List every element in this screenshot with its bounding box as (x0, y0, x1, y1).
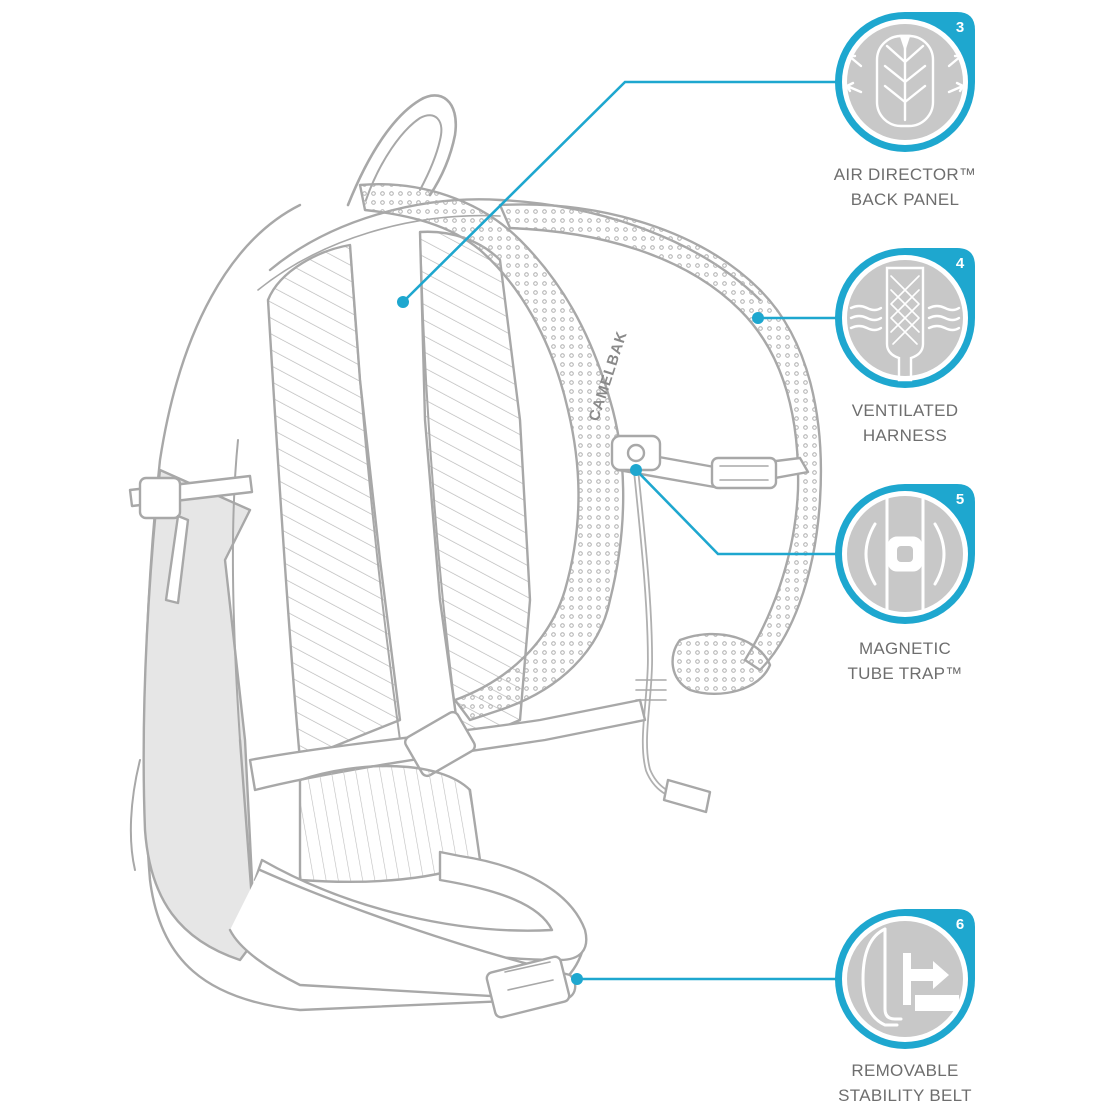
feature-label-4-line-1: VENTILATED (851, 401, 959, 420)
feature-number-5: 5 (956, 491, 964, 508)
feature-label-4: VENTILATED HARNESS (805, 398, 1005, 448)
callout-lines (397, 80, 838, 985)
feature-number-6: 6 (956, 916, 964, 933)
top-handle (346, 94, 458, 207)
magnetic-tube-trap-icon (864, 496, 946, 612)
callout-line-3 (402, 80, 838, 303)
feature-badge-5: 5 (835, 484, 975, 624)
feature-number-3: 3 (956, 19, 964, 36)
feature-label-5-line-1: MAGNETIC (858, 639, 952, 658)
feature-label-3-line-1: AIR DIRECTOR™ (833, 165, 977, 184)
feature-label-6: REMOVABLE STABILITY BELT (805, 1058, 1005, 1108)
feature-label-3-line-2: BACK PANEL (850, 190, 960, 209)
bite-valve (662, 778, 712, 814)
feature-number-4: 4 (956, 255, 965, 272)
removable-stability-belt-icon (861, 927, 959, 1027)
feature-badge-6: 6 (835, 909, 975, 1049)
feature-label-6-line-1: REMOVABLE (851, 1061, 959, 1080)
feature-label-3: AIR DIRECTOR™ BACK PANEL (805, 162, 1005, 212)
sternum-buckle (710, 456, 778, 490)
feature-label-5-line-2: TUBE TRAP™ (847, 664, 963, 683)
feature-label-6-line-2: STABILITY BELT (838, 1086, 972, 1105)
feature-badge-4: 4 (835, 248, 975, 388)
hydration-tube (633, 467, 688, 803)
backpack-illustration (128, 94, 823, 1019)
ventilated-harness-icon (849, 266, 961, 382)
shoulder-strap-left (358, 183, 625, 722)
waist-buckle-upper (404, 710, 476, 778)
feature-badge-3: 3 (835, 12, 975, 152)
feature-label-5: MAGNETIC TUBE TRAP™ (805, 636, 1005, 686)
air-director-back-panel-icon (845, 34, 965, 128)
callout-line-5 (635, 469, 838, 556)
back-panel-left (266, 243, 402, 762)
feature-label-4-line-2: HARNESS (862, 426, 948, 445)
